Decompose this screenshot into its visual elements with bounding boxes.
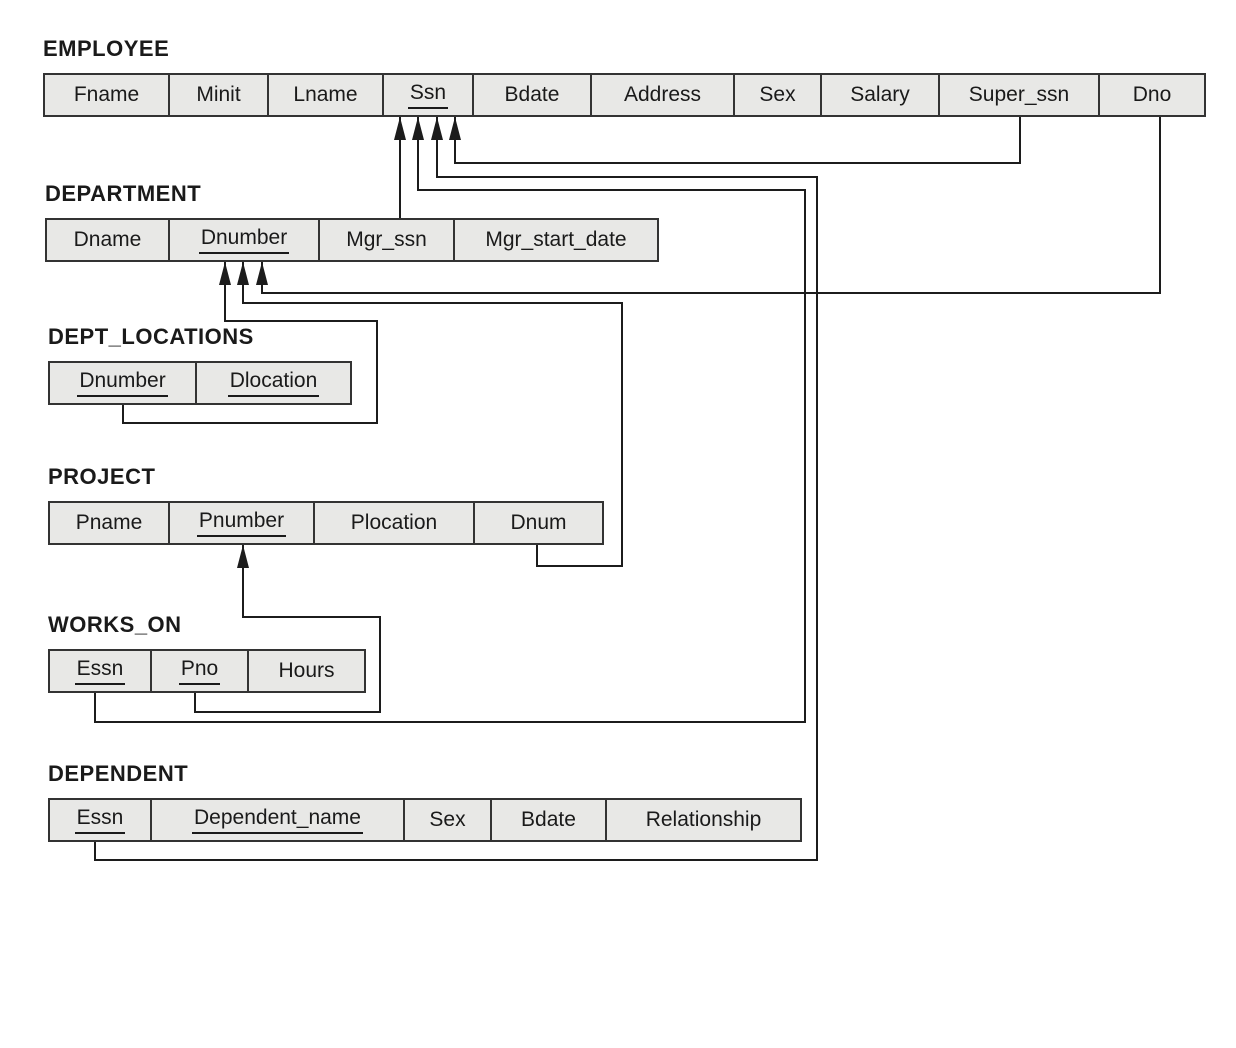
attribute-label: Minit xyxy=(196,83,241,107)
employee-table-title: EMPLOYEE xyxy=(43,36,170,61)
key-attribute-label: Essn xyxy=(74,657,126,686)
attribute-label: Hours xyxy=(278,659,335,683)
works-on-table-cell-pno: Pno xyxy=(152,651,249,691)
fk-workson-pno-to-project-pnumber-arrowhead-icon xyxy=(237,545,249,568)
fk-workson-essn-to-employee-ssn-arrowhead-icon xyxy=(412,117,424,140)
attribute-label: Bdate xyxy=(504,83,560,107)
dependent-table-title: DEPENDENT xyxy=(48,761,189,786)
employee-table-cell-ssn: Ssn xyxy=(384,75,474,115)
attribute-label: Fname xyxy=(73,83,140,107)
project-table: Pname Pnumber Plocation Dnum xyxy=(48,501,604,545)
fk-super-ssn-to-employee-ssn-line xyxy=(454,117,1021,164)
fk-project-dnum-to-department-dnumber-arrowhead-icon xyxy=(237,262,249,285)
employee-table-cell-minit: Minit xyxy=(170,75,269,115)
employee-table-cell-fname: Fname xyxy=(45,75,170,115)
works-on-table-title: WORKS_ON xyxy=(48,612,182,637)
attribute-label: Mgr_ssn xyxy=(346,228,427,252)
project-table-cell-plocation: Plocation xyxy=(315,503,475,543)
employee-table-cell-super_ssn: Super_ssn xyxy=(940,75,1100,115)
dept-locations-table-cell-dnumber: Dnumber xyxy=(50,363,197,403)
attribute-label: Bdate xyxy=(521,808,576,832)
key-attribute-label: Dnumber xyxy=(198,226,290,255)
works-on-table: Essn Pno Hours xyxy=(48,649,366,693)
dept-locations-table-title: DEPT_LOCATIONS xyxy=(48,324,254,349)
employee-table-cell-sex: Sex xyxy=(735,75,822,115)
attribute-label: Sex xyxy=(429,808,466,832)
attribute-label: Lname xyxy=(293,83,358,107)
key-attribute-label: Dnumber xyxy=(77,369,168,398)
project-table-cell-dnum: Dnum xyxy=(475,503,602,543)
fk-mgr-ssn-to-employee-ssn-arrowhead-icon xyxy=(394,117,406,140)
key-attribute-label: Pnumber xyxy=(196,509,287,538)
attribute-label: Relationship xyxy=(645,808,762,832)
fk-dno-to-department-dnumber-line xyxy=(261,117,1161,294)
attribute-label: Pname xyxy=(75,511,143,535)
key-attribute-label: Ssn xyxy=(407,81,449,110)
employee-table-cell-dno: Dno xyxy=(1100,75,1204,115)
fk-dependent-essn-to-employee-ssn-arrowhead-icon xyxy=(431,117,443,140)
department-table-title: DEPARTMENT xyxy=(45,181,202,206)
department-table: Dname Dnumber Mgr_ssn Mgr_start_date xyxy=(45,218,659,262)
dependent-table-cell-sex: Sex xyxy=(405,800,492,840)
department-table-cell-mgr_ssn: Mgr_ssn xyxy=(320,220,455,260)
project-table-cell-pname: Pname xyxy=(50,503,170,543)
attribute-label: Dno xyxy=(1132,83,1172,107)
key-attribute-label: Dependent_name xyxy=(192,806,363,835)
attribute-label: Salary xyxy=(850,83,910,107)
fk-workson-essn-to-employee-ssn-line xyxy=(94,117,806,723)
fk-dno-to-department-dnumber-arrowhead-icon xyxy=(256,262,268,285)
works-on-table-cell-hours: Hours xyxy=(249,651,364,691)
attribute-label: Super_ssn xyxy=(968,83,1070,107)
attribute-label: Address xyxy=(623,83,702,107)
dependent-table-cell-relationship: Relationship xyxy=(607,800,800,840)
department-table-cell-dname: Dname xyxy=(47,220,170,260)
key-attribute-label: Dlocation xyxy=(227,369,320,398)
dependent-table-cell-bdate: Bdate xyxy=(492,800,607,840)
dependent-table: Essn Dependent_name Sex Bdate Relationship xyxy=(48,798,802,842)
fk-deptlocations-dnumber-to-department-dnumber-arrowhead-icon xyxy=(219,262,231,285)
attribute-label: Plocation xyxy=(350,511,438,535)
attribute-label: Dnum xyxy=(510,511,567,535)
project-table-title: PROJECT xyxy=(48,464,156,489)
department-table-cell-mgr_start_date: Mgr_start_date xyxy=(455,220,657,260)
fk-super-ssn-to-employee-ssn-arrowhead-icon xyxy=(449,117,461,140)
dependent-table-cell-dependent_name: Dependent_name xyxy=(152,800,405,840)
employee-table: Fname Minit Lname Ssn Bdate Address Sex Salary S… xyxy=(43,73,1206,117)
employee-table-cell-lname: Lname xyxy=(269,75,384,115)
attribute-label: Sex xyxy=(759,83,796,107)
dept-locations-table: Dnumber Dlocation xyxy=(48,361,352,405)
attribute-label: Mgr_start_date xyxy=(485,228,627,252)
employee-table-cell-address: Address xyxy=(592,75,735,115)
key-attribute-label: Pno xyxy=(178,657,221,686)
dependent-table-cell-essn: Essn xyxy=(50,800,152,840)
employee-table-cell-bdate: Bdate xyxy=(474,75,592,115)
works-on-table-cell-essn: Essn xyxy=(50,651,152,691)
department-table-cell-dnumber: Dnumber xyxy=(170,220,320,260)
project-table-cell-pnumber: Pnumber xyxy=(170,503,315,543)
dept-locations-table-cell-dlocation: Dlocation xyxy=(197,363,350,403)
key-attribute-label: Essn xyxy=(74,806,126,835)
attribute-label: Dname xyxy=(73,228,142,252)
employee-table-cell-salary: Salary xyxy=(822,75,940,115)
